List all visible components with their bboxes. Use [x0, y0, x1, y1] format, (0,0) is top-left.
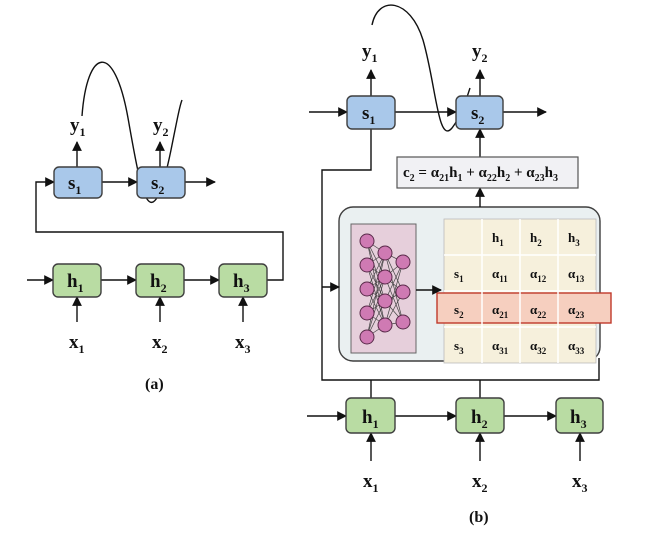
matrix-row-header: s1 [454, 266, 464, 284]
a-h3-box [218, 263, 268, 298]
b-y1-label: y1 [362, 41, 378, 65]
a-s1-box [53, 166, 103, 199]
a-y1-label: y1 [70, 115, 86, 139]
b-h1-label: h1 [362, 407, 379, 431]
matrix-cell: α33 [568, 338, 585, 356]
b-s1-box [346, 95, 396, 130]
network-edge [366, 276, 386, 338]
b-y2-label: y2 [472, 41, 488, 65]
a-h3-label: h3 [233, 271, 250, 295]
b-h1-box [345, 397, 396, 434]
matrix-col-header: h1 [492, 230, 504, 248]
network-node [377, 269, 393, 285]
network-edge [384, 276, 404, 323]
b-s2-label: s2 [471, 103, 484, 127]
highlighted-row [436, 292, 612, 324]
network-edge [384, 261, 404, 326]
a-h1-box [52, 263, 102, 298]
matrix-cell: α31 [492, 338, 509, 356]
context-formula-box [396, 156, 579, 189]
b-h3-label: h3 [570, 407, 587, 431]
matrix-cell: α22 [530, 302, 547, 320]
matrix-cell: α13 [568, 266, 585, 284]
matrix-cell: α11 [492, 266, 508, 284]
attention-matrix: h1 h2 h3 s1 α11 α12 α13 s2 α21 α22 α23 s3 α31 α32 α33 [436, 218, 612, 364]
a-y2-label: y2 [153, 115, 169, 139]
panel-b-caption: (b) [469, 509, 489, 526]
b-x3-label: x3 [572, 471, 588, 495]
a-s2-label: s2 [151, 173, 164, 197]
b-h2-box [455, 397, 505, 434]
matrix-cell: α21 [492, 302, 509, 320]
matrix-col-header: h3 [568, 230, 580, 248]
network-node [395, 314, 411, 330]
a-s1-label: s1 [68, 173, 81, 197]
b-h3-box [555, 397, 604, 434]
b-h2-label: h2 [471, 407, 488, 431]
network-edge [366, 252, 386, 314]
a-h2-label: h2 [150, 271, 167, 295]
matrix-row-header: s3 [454, 338, 464, 356]
a-x1-label: x1 [69, 332, 85, 356]
a-h3-to-s1-route [35, 177, 284, 281]
b-s2-box [455, 95, 504, 130]
network-node [359, 305, 375, 321]
network-node [359, 257, 375, 273]
a-h1-label: h1 [67, 271, 84, 295]
b-s1-down-to-panel [321, 129, 600, 381]
network-node [377, 245, 393, 261]
context-formula: c2 = α21h1 + α22h2 + α23h3 [403, 165, 558, 184]
panel-a-caption: (a) [145, 376, 164, 393]
matrix-cell: α32 [530, 338, 547, 356]
network-node [395, 254, 411, 270]
a-x3-label: x3 [235, 332, 251, 356]
network-node [359, 281, 375, 297]
network-node [395, 284, 411, 300]
network-node [359, 329, 375, 345]
a-s2-box [136, 166, 186, 199]
a-x2-label: x2 [152, 332, 168, 356]
matrix-col-header: h2 [530, 230, 542, 248]
network-edge [384, 252, 404, 323]
a-h2-box [135, 263, 185, 298]
b-x2-label: x2 [472, 471, 488, 495]
matrix-cell: α12 [530, 266, 547, 284]
network-node [377, 317, 393, 333]
network-node [359, 233, 375, 249]
matrix-row-header: s2 [454, 302, 464, 320]
b-s1-label: s1 [362, 103, 375, 127]
panel-a: s1 s2 y1 y2 h1 h2 h3 x1 x2 x3 (a) [27, 61, 284, 393]
matrix-cell: α23 [568, 302, 585, 320]
network-edge [366, 252, 386, 338]
network-node [377, 293, 393, 309]
attention-network [359, 233, 411, 345]
b-x1-label: x1 [363, 471, 379, 495]
